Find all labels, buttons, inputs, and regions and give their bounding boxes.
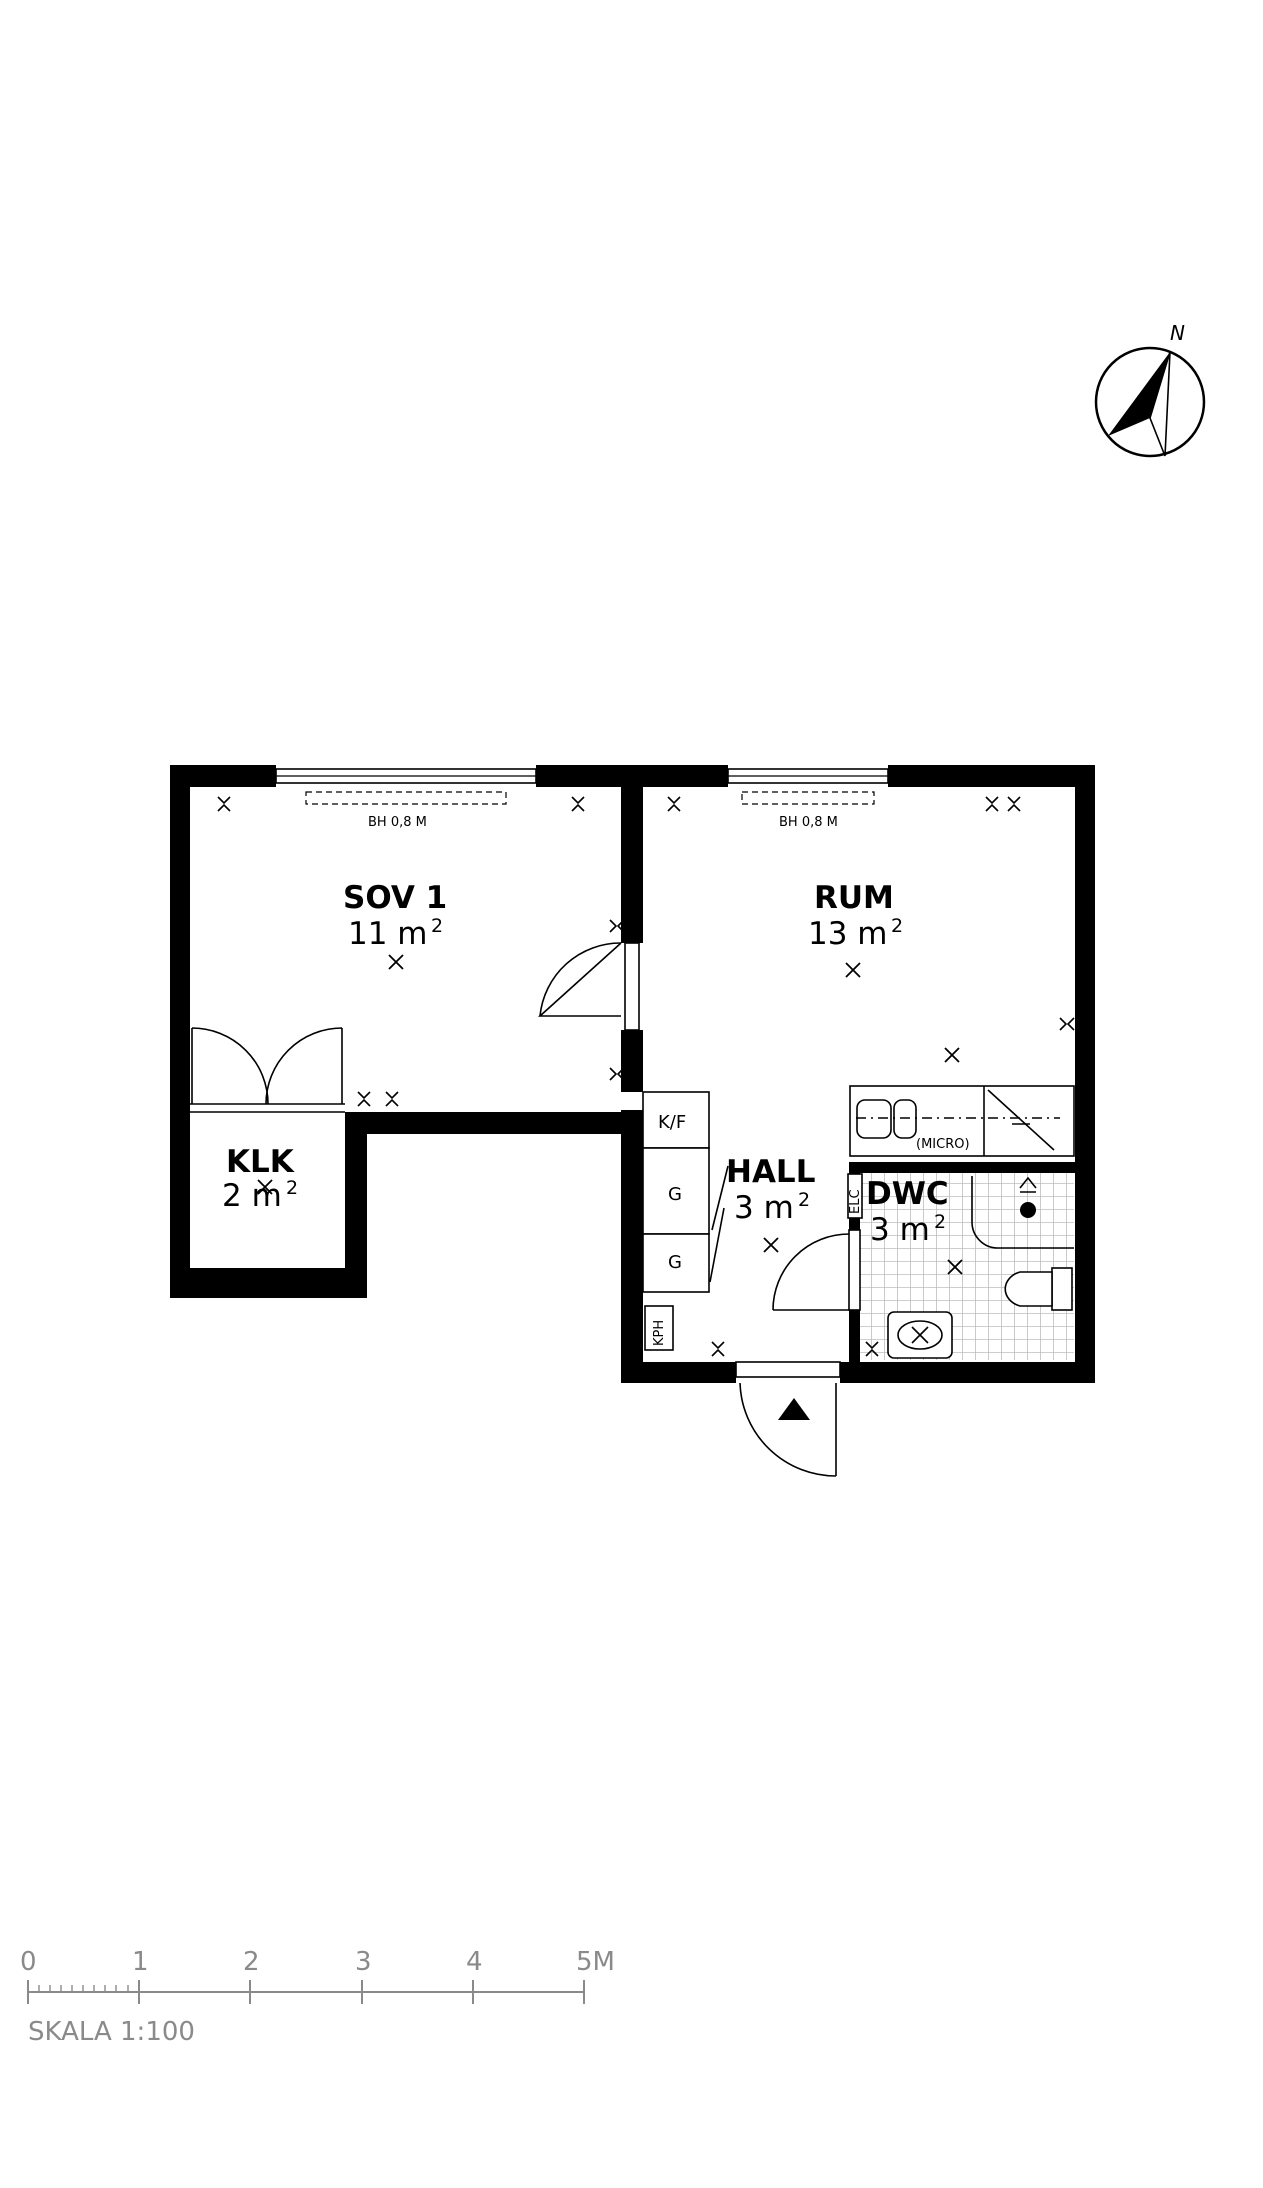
entrance-arrow-icon	[778, 1398, 810, 1420]
room-area: 3 m	[870, 1212, 930, 1248]
room-name: RUM	[814, 880, 894, 916]
window-sov-label: BH 0,8 M	[368, 815, 427, 830]
area-unit-sup: 2	[431, 915, 443, 937]
north-arrow-icon: N	[1094, 321, 1206, 458]
area-unit-sup: 2	[934, 1211, 946, 1233]
room-area: 3 m	[734, 1190, 794, 1226]
wardrobe-doors	[190, 1027, 345, 1113]
scale-tick-2: 2	[243, 1947, 260, 1977]
door-dwc	[772, 1229, 861, 1311]
window-sov	[275, 768, 537, 805]
room-area: 11 m	[348, 916, 428, 952]
area-unit-sup: 2	[286, 1177, 298, 1199]
door-sov	[537, 942, 640, 1031]
scale-label: SKALA 1:100	[28, 2017, 195, 2047]
room-klk: KLK 2 m 2	[222, 1144, 298, 1214]
scale-tick-5: 5M	[576, 1947, 615, 1977]
kph-box	[644, 1305, 674, 1351]
room-dwc: DWC 3 m 2	[866, 1176, 949, 1248]
elc-box	[847, 1173, 863, 1219]
area-unit-sup: 2	[798, 1189, 810, 1211]
sink	[887, 1311, 953, 1359]
kph-label: KPH	[652, 1320, 667, 1346]
room-sov1: SOV 1 11 m 2	[343, 880, 447, 952]
ceiling-light-icons	[257, 954, 963, 1275]
scale-tick-4: 4	[466, 1947, 483, 1977]
kitchenette	[849, 1085, 1075, 1157]
g1-label: G	[668, 1184, 682, 1205]
room-name: HALL	[726, 1154, 815, 1190]
room-rum: RUM 13 m 2	[808, 880, 903, 952]
kf-label: K/F	[658, 1112, 686, 1133]
socket-icons	[217, 796, 1075, 1357]
hall-cabinets	[642, 1091, 729, 1293]
elc-label: ELC	[848, 1189, 863, 1214]
scale-tick-0: 0	[20, 1947, 37, 1977]
window-rum	[727, 768, 889, 805]
shower	[971, 1176, 1074, 1249]
g2-label: G	[668, 1252, 682, 1273]
area-unit-sup: 2	[891, 915, 903, 937]
room-area: 2 m	[222, 1178, 282, 1214]
room-name: SOV 1	[343, 880, 447, 916]
scale-tick-1: 1	[132, 1947, 149, 1977]
scale-bar	[27, 1980, 585, 2004]
room-hall: HALL 3 m 2	[726, 1154, 815, 1226]
room-name: DWC	[866, 1176, 949, 1212]
north-label: N	[1170, 321, 1185, 345]
room-name: KLK	[226, 1144, 295, 1180]
scale-tick-3: 3	[355, 1947, 372, 1977]
entrance-door	[735, 1361, 841, 1477]
window-rum-label: BH 0,8 M	[779, 815, 838, 830]
room-area: 13 m	[808, 916, 888, 952]
walls	[170, 765, 1095, 1383]
toilet	[1004, 1267, 1073, 1311]
micro-label: (MICRO)	[916, 1137, 970, 1152]
